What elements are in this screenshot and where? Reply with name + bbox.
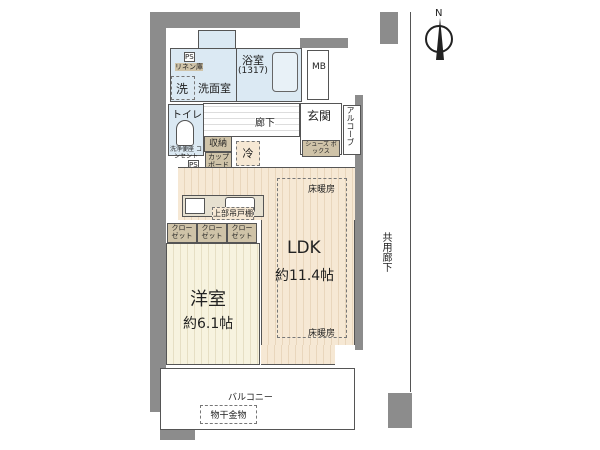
washer-space — [171, 76, 195, 100]
floor-heating-label-2: 床暖房 — [308, 329, 336, 339]
closet-3: クロー ゼット — [227, 223, 257, 243]
floor-heating-label-1: 床暖房 — [308, 185, 336, 195]
western-room — [166, 243, 260, 365]
western-room-size: 約6.1帖 — [183, 316, 234, 332]
meter-box — [307, 50, 329, 100]
laundry-rail-label: 物干金物 — [200, 405, 257, 424]
bath-size: (1317) — [238, 66, 268, 76]
washroom — [170, 48, 238, 102]
exterior-wall-top — [150, 12, 300, 28]
balcony-label: バルコニー — [228, 393, 273, 403]
column-top-right — [380, 12, 398, 44]
western-room-label: 洋室 — [190, 289, 226, 310]
ldk-label: LDK — [287, 238, 321, 258]
fridge: 冷 — [236, 141, 260, 166]
washer-label: 洗 — [176, 82, 189, 96]
column-bottom-right — [388, 393, 412, 428]
ldk-main — [261, 220, 355, 345]
ps-label-1: PS — [184, 52, 195, 62]
shoe-box: シューズ ボックス — [302, 140, 340, 157]
entrance-label: 玄関 — [307, 109, 332, 123]
corridor-line — [410, 12, 411, 392]
exterior-wall-top-right — [300, 38, 348, 48]
linen-label: リネン庫 — [175, 63, 203, 71]
outlet-label: 洗浄便座 コンセント — [170, 146, 202, 160]
alcove-label: アルコーブ — [346, 106, 355, 146]
bath-label: 浴室 — [242, 54, 264, 67]
ldk-bottom — [261, 345, 335, 365]
closet-1: クロー ゼット — [167, 223, 197, 243]
mb-label: MB — [312, 62, 326, 72]
exterior-wall-right — [355, 95, 363, 350]
wash-basin — [198, 30, 236, 50]
compass-needle — [436, 18, 444, 60]
hallway-label: 廊下 — [255, 114, 275, 129]
stove-icon — [185, 198, 205, 214]
closet-2: クロー ゼット — [197, 223, 227, 243]
common-corridor-label: 共用廊下 — [380, 232, 391, 272]
ldk-size: 約11.4帖 — [275, 268, 335, 284]
toilet-label: トイレ — [172, 110, 202, 121]
upper-cabinet-label: 上部吊戸棚 — [212, 207, 254, 220]
balcony — [160, 368, 355, 430]
toilet-bowl-icon — [176, 120, 194, 146]
exterior-wall-left — [150, 12, 166, 412]
floor-heating-zone — [277, 178, 347, 338]
washroom-label: 洗面室 — [198, 82, 231, 95]
alcove — [343, 105, 361, 155]
bathtub-icon — [272, 52, 298, 92]
compass-north-label: N — [435, 8, 443, 19]
cupboard: カップ ボード — [205, 152, 232, 169]
storage: 収納 — [204, 136, 232, 152]
hallway — [203, 103, 300, 137]
